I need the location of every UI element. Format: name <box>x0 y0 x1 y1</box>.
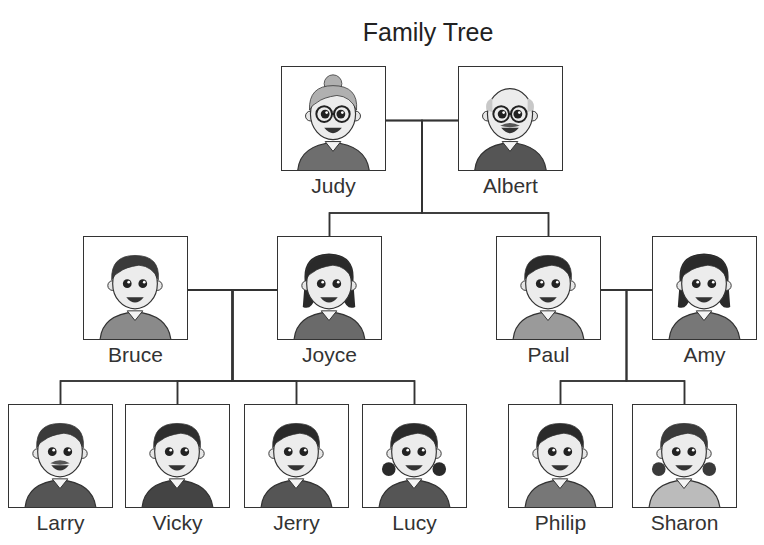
portrait <box>653 237 756 339</box>
portrait <box>363 405 466 507</box>
portrait <box>497 237 600 339</box>
portrait <box>633 405 736 507</box>
portrait <box>245 405 348 507</box>
portrait <box>126 405 229 507</box>
person-box: Vicky <box>125 404 230 508</box>
portrait <box>459 67 562 170</box>
person-name: Jerry <box>273 511 320 535</box>
person-name: Larry <box>37 511 85 535</box>
portrait <box>278 237 381 339</box>
person-box: Amy <box>652 236 757 340</box>
family-line <box>178 290 278 404</box>
person-box: Albert <box>458 66 563 171</box>
person-name: Joyce <box>302 343 357 367</box>
person-box: Paul <box>496 236 601 340</box>
person-name: Bruce <box>108 343 163 367</box>
person-box: Jerry <box>244 404 349 508</box>
person-name: Vicky <box>153 511 203 535</box>
portrait <box>509 405 612 507</box>
person-box: Larry <box>8 404 113 508</box>
portrait <box>9 405 112 507</box>
person-name: Sharon <box>651 511 719 535</box>
person-name: Judy <box>311 174 355 198</box>
person-box: Bruce <box>83 236 188 340</box>
person-box: Judy <box>281 66 386 171</box>
person-box: Philip <box>508 404 613 508</box>
person-name: Philip <box>535 511 586 535</box>
person-box: Sharon <box>632 404 737 508</box>
person-name: Paul <box>527 343 569 367</box>
diagram-title: Family Tree <box>363 18 494 46</box>
person-box: Joyce <box>277 236 382 340</box>
person-name: Lucy <box>392 511 436 535</box>
person-name: Amy <box>684 343 726 367</box>
person-box: Lucy <box>362 404 467 508</box>
title-box: Family Tree <box>0 18 764 47</box>
person-name: Albert <box>483 174 538 198</box>
portrait <box>84 237 187 339</box>
portrait <box>282 67 385 170</box>
